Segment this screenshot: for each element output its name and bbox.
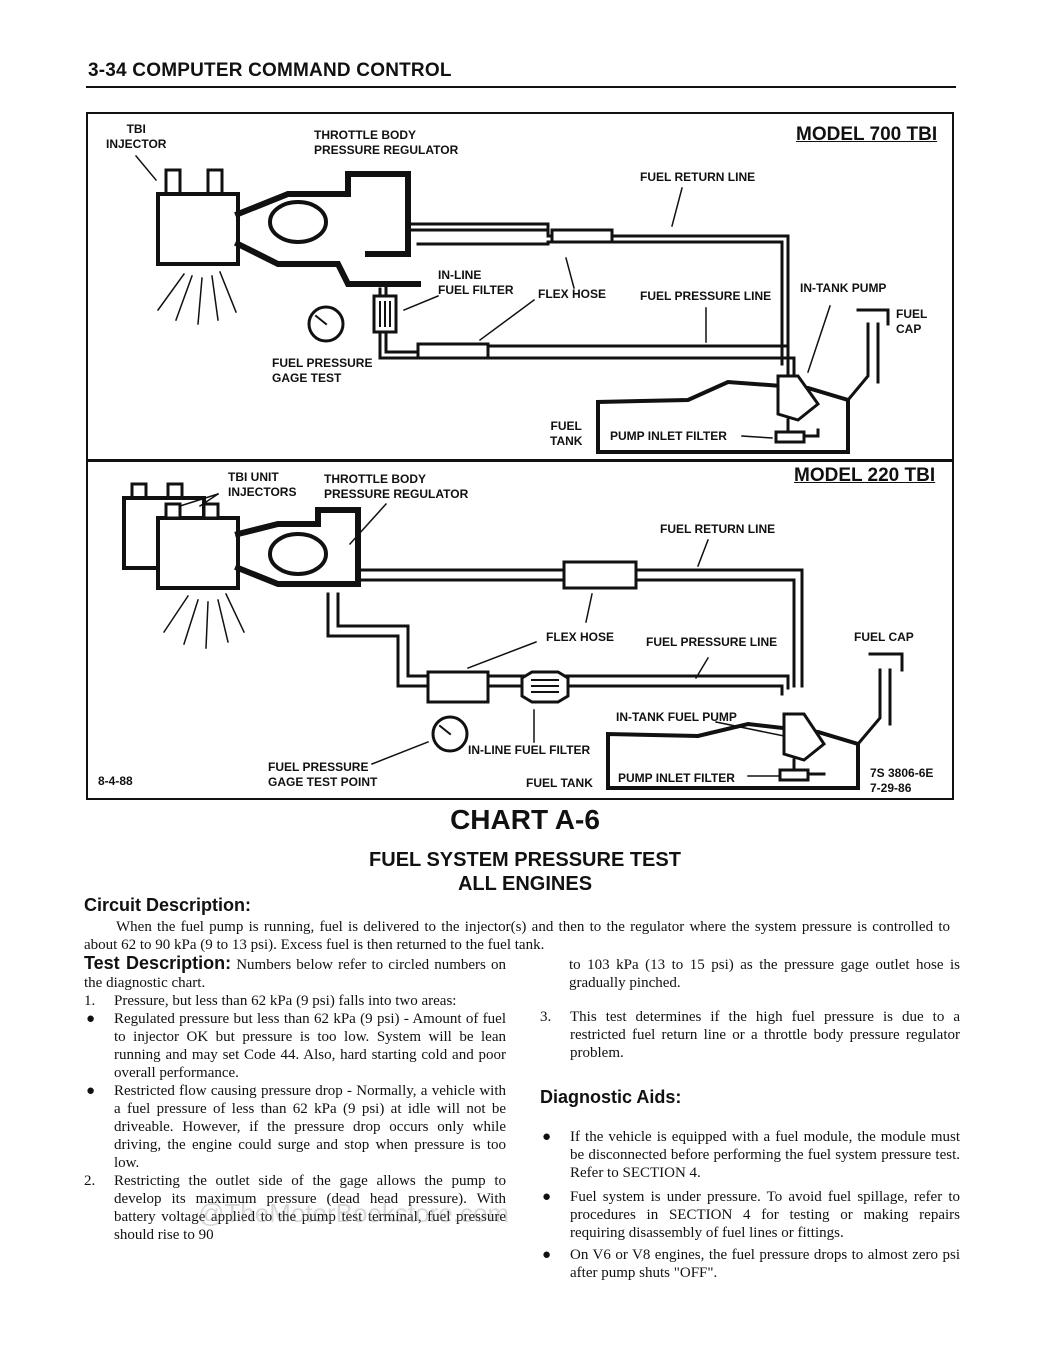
test-description-column: Test Description: Numbers below refer to… <box>84 954 506 1244</box>
circuit-text: When the fuel pump is running, fuel is d… <box>84 919 950 953</box>
test-bullet-2-text: Restricted flow causing pressure drop - … <box>114 1083 506 1171</box>
label-tbi-injector: TBI INJECTOR <box>106 122 167 151</box>
spray-lines-220 <box>162 593 245 649</box>
tbi-body-700 <box>234 171 411 257</box>
label-pump-inlet-filter-700: PUMP INLET FILTER <box>610 429 727 443</box>
fuel-tank-700 <box>596 379 850 454</box>
aid-bullet-1: ● If the vehicle is equipped with a fuel … <box>540 1128 960 1182</box>
watermark: @TheMotorBookstore.com <box>198 1198 510 1228</box>
test-item-2-text: Restricting the outlet side of the gage … <box>114 1173 506 1243</box>
label-flex-hose-220: FLEX HOSE <box>546 630 615 644</box>
pressure-gage-700 <box>307 305 345 343</box>
filler-neck-700 <box>845 308 890 403</box>
test-bullet-2: ● Restricted flow causing pressure drop -… <box>84 1082 506 1172</box>
diagnostic-aids-heading: Diagnostic Aids: <box>540 1087 682 1107</box>
test-bullet-1-text: Regulated pressure but less than 62 kPa … <box>114 1011 506 1081</box>
fuel-system-diagram: MODEL 700 TBI TBI INJECTOR THROTTLE BODY… <box>86 112 954 800</box>
right-column: to 103 kPa (13 to 15 psi) as the pressur… <box>540 956 960 1282</box>
label-in-tank-pump-220: IN-TANK FUEL PUMP <box>616 710 737 724</box>
header-rule <box>86 86 956 88</box>
chart-subtitle: FUEL SYSTEM PRESSURE TEST ALL ENGINES <box>369 849 681 895</box>
label-fuel-tank-220: FUEL TANK <box>526 776 593 790</box>
label-in-tank-pump-700: IN-TANK PUMP <box>800 281 887 295</box>
aid-bullet-3-text: On V6 or V8 engines, the fuel pressure d… <box>570 1247 960 1281</box>
test-item-1-marker: 1. <box>84 993 96 1009</box>
in-tank-pump-220 <box>782 712 827 762</box>
test-item-3: 3. This test determines if the high fuel … <box>540 1008 960 1062</box>
label-gage-test-700: FUEL PRESSURE GAGE TEST <box>272 356 373 385</box>
return-line-220 <box>356 568 804 688</box>
label-inline-filter-700: IN-LINE FUEL FILTER <box>438 268 514 297</box>
label-fuel-cap-700: FUEL CAP <box>896 307 928 336</box>
tbi-lower-700 <box>233 239 421 287</box>
test-item-1: 1. Pressure, but less than 62 kPa (9 psi)… <box>84 992 506 1010</box>
chart-title: CHART A-6 <box>450 804 600 835</box>
diagram-drawing <box>122 154 904 790</box>
label-fuel-tank-700: FUEL TANK <box>550 419 583 448</box>
label-date-left: 8-4-88 <box>98 774 133 788</box>
injector-cap-700-b <box>206 168 224 196</box>
label-flex-hose-700: FLEX HOSE <box>538 287 607 301</box>
injector-cap-700-a <box>164 168 182 196</box>
model-700-title: MODEL 700 TBI <box>796 124 938 145</box>
test-heading: Test Description: <box>84 953 232 973</box>
bullet-icon: ● <box>542 1189 552 1205</box>
page-header: 3-34 COMPUTER COMMAND CONTROL <box>88 60 452 81</box>
in-tank-pump-700 <box>776 374 821 422</box>
label-tbi-injectors-220: TBI UNIT INJECTORS <box>228 470 297 499</box>
return-hose-700 <box>550 228 614 244</box>
bullet-icon: ● <box>86 1011 96 1027</box>
test-item-2: 2. Restricting the outlet side of the gag… <box>84 1172 506 1244</box>
filler-neck-220 <box>855 652 904 747</box>
pressure-gage-220 <box>431 715 469 753</box>
label-gage-test-point-220: FUEL PRESSURE GAGE TEST POINT <box>268 760 378 789</box>
pump-inlet-filter-220 <box>778 768 810 782</box>
tbi-unit-700 <box>156 192 240 266</box>
label-ref-code: 7S 3806-6E 7-29-86 <box>870 766 934 795</box>
test-item-1-text: Pressure, but less than 62 kPa (9 psi) f… <box>114 993 457 1009</box>
aid-bullet-2-text: Fuel system is under pressure. To avoid … <box>570 1189 960 1241</box>
label-fuel-cap-220: FUEL CAP <box>854 630 914 644</box>
aid-bullet-2: ● Fuel system is under pressure. To avoid… <box>540 1188 960 1242</box>
tbi-unit-220-front <box>156 516 240 590</box>
aid-bullet-3: ● On V6 or V8 engines, the fuel pressure … <box>540 1246 960 1282</box>
tbi-body-220 <box>234 507 361 587</box>
flex-hose-220 <box>426 670 490 704</box>
test-item-3-marker: 3. <box>540 1009 552 1025</box>
test-item-2-continued: to 103 kPa (13 to 15 psi) as the pressur… <box>569 957 960 991</box>
test-intro-paragraph: Test Description: Numbers below refer to… <box>84 954 506 992</box>
spray-lines-700 <box>156 271 237 325</box>
test-item-3-text: This test determines if the high fuel pr… <box>570 1009 960 1061</box>
pressure-line-220 <box>336 592 430 678</box>
bullet-icon: ● <box>542 1247 552 1263</box>
return-line-700 <box>406 222 790 366</box>
bullet-icon: ● <box>86 1083 96 1099</box>
label-pressure-line-700: FUEL PRESSURE LINE <box>640 289 772 303</box>
model-220-title: MODEL 220 TBI <box>794 465 936 486</box>
bullet-icon: ● <box>542 1129 552 1145</box>
test-intro: Numbers below refer to circled numbers o… <box>84 957 507 991</box>
pressure-regulator-220 <box>268 532 328 576</box>
test-bullet-1: ● Regulated pressure but less than 62 kPa… <box>84 1010 506 1082</box>
fuel-tank-220 <box>606 721 860 790</box>
label-pump-inlet-filter-220: PUMP INLET FILTER <box>618 771 735 785</box>
flex-hose-700 <box>416 342 490 360</box>
label-inline-filter-220: IN-LINE FUEL FILTER <box>468 743 591 757</box>
label-regulator-220: THROTTLE BODY PRESSURE REGULATOR <box>324 472 469 501</box>
pressure-regulator-700 <box>268 200 328 244</box>
test-item-2-marker: 2. <box>84 1173 96 1189</box>
diagram-divider <box>88 459 952 462</box>
label-regulator-700: THROTTLE BODY PRESSURE REGULATOR <box>314 128 459 157</box>
label-return-line-700: FUEL RETURN LINE <box>640 170 756 184</box>
aid-bullet-1-text: If the vehicle is equipped with a fuel m… <box>570 1129 960 1181</box>
label-return-line-220: FUEL RETURN LINE <box>660 522 776 536</box>
circuit-heading: Circuit Description: <box>84 895 252 915</box>
return-hose-220 <box>562 560 638 590</box>
pump-inlet-filter-700 <box>774 430 806 444</box>
label-pressure-line-220: FUEL PRESSURE LINE <box>646 635 778 649</box>
